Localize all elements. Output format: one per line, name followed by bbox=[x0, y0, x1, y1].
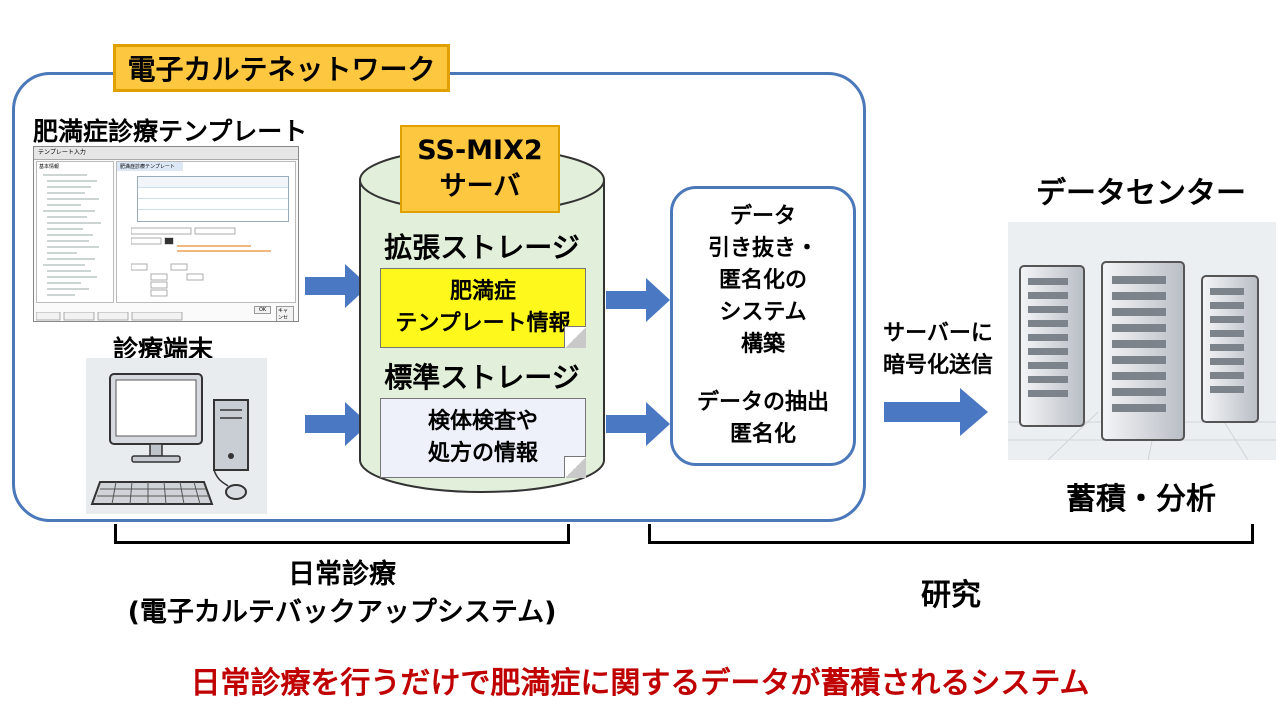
encrypted-transfer-label: サーバーに 暗号化送信 bbox=[868, 318, 1008, 382]
extraction-text: データの抽出 匿名化 bbox=[670, 387, 856, 451]
process-line: 引き抜き・ bbox=[707, 236, 818, 261]
process-line: 構築 bbox=[740, 332, 785, 357]
daily-care-subtitle: (電子カルテバックアップシステム) bbox=[127, 597, 557, 628]
server-racks-image bbox=[1008, 222, 1276, 461]
obesity-template-note: 肥満症 テンプレート情報 bbox=[380, 268, 586, 348]
process-line: 匿名化 bbox=[729, 422, 796, 447]
ssmix2-server-label: SS-MIX2 サーバ bbox=[400, 125, 560, 213]
standard-storage-title: 標準ストレージ bbox=[384, 361, 580, 394]
datacenter-title: データセンター bbox=[1036, 176, 1246, 211]
transfer-line: サーバーに bbox=[883, 321, 993, 346]
lab-prescription-note: 検体検査や 処方の情報 bbox=[380, 398, 586, 478]
process-line: データ bbox=[729, 204, 796, 229]
terminal-computer-image bbox=[86, 358, 267, 514]
daily-care-bracket bbox=[114, 524, 570, 544]
system-caption: 日常診療を行うだけで肥満症に関するデータが蓄積されるシステム bbox=[190, 666, 1090, 701]
template-tab: 肥満症診療テンプレート bbox=[117, 162, 183, 171]
arrow-right-icon bbox=[884, 388, 988, 436]
process-line: 匿名化の bbox=[718, 268, 807, 293]
template-cancel-button[interactable]: キャンセル bbox=[276, 306, 294, 321]
template-tree-lines bbox=[43, 174, 101, 296]
template-table bbox=[137, 176, 289, 222]
arrow-right-icon bbox=[606, 278, 670, 322]
research-bracket bbox=[648, 524, 1254, 544]
note-line: 肥満症 bbox=[449, 279, 516, 304]
daily-care-title: 日常診療 bbox=[288, 559, 396, 590]
note-line: テンプレート情報 bbox=[395, 311, 571, 336]
research-label: 研究 bbox=[921, 578, 981, 613]
note-line: 検体検査や bbox=[427, 409, 538, 434]
ehr-network-label: 電子カルテネットワーク bbox=[113, 44, 450, 92]
template-tree-panel: 基本情報 bbox=[36, 161, 114, 303]
process-line: システム bbox=[719, 300, 807, 325]
transfer-line: 暗号化送信 bbox=[882, 353, 993, 378]
template-screenshot: テンプレート入力 基本情報 肥満症診療テンプレート bbox=[33, 146, 299, 322]
template-tree-root: 基本情報 bbox=[39, 164, 60, 170]
template-form-fields bbox=[131, 227, 271, 297]
daily-care-label: 日常診療 (電子カルテバックアップシステム) bbox=[114, 556, 570, 632]
arrow-right-icon bbox=[606, 402, 670, 446]
arrow-right-icon bbox=[305, 264, 369, 308]
server-rack-middle bbox=[1101, 261, 1185, 441]
note-fold-corner bbox=[564, 326, 586, 348]
template-title: 肥満症診療テンプレート bbox=[33, 117, 308, 146]
extended-storage-title: 拡張ストレージ bbox=[384, 231, 580, 264]
datacenter-subtitle: 蓄積・分析 bbox=[1066, 482, 1216, 517]
arrow-right-icon bbox=[305, 402, 369, 446]
server-rack-left bbox=[1019, 265, 1085, 427]
template-button-bar: OK キャンセル bbox=[35, 305, 294, 321]
process-step-text: データ 引き抜き・ 匿名化の システム 構築 bbox=[670, 201, 856, 361]
template-window-title: テンプレート入力 bbox=[34, 147, 298, 160]
process-line: データの抽出 bbox=[696, 390, 829, 415]
ssmix2-subtitle: サーバ bbox=[439, 171, 521, 202]
template-ok-button[interactable]: OK bbox=[254, 306, 272, 314]
note-line: 処方の情報 bbox=[427, 441, 538, 466]
server-rack-right bbox=[1201, 275, 1259, 423]
ssmix2-title: SS-MIX2 bbox=[417, 135, 543, 166]
anonymization-process-box bbox=[670, 186, 856, 466]
template-form-panel: 肥満症診療テンプレート bbox=[116, 161, 296, 303]
note-fold-corner bbox=[564, 456, 586, 478]
